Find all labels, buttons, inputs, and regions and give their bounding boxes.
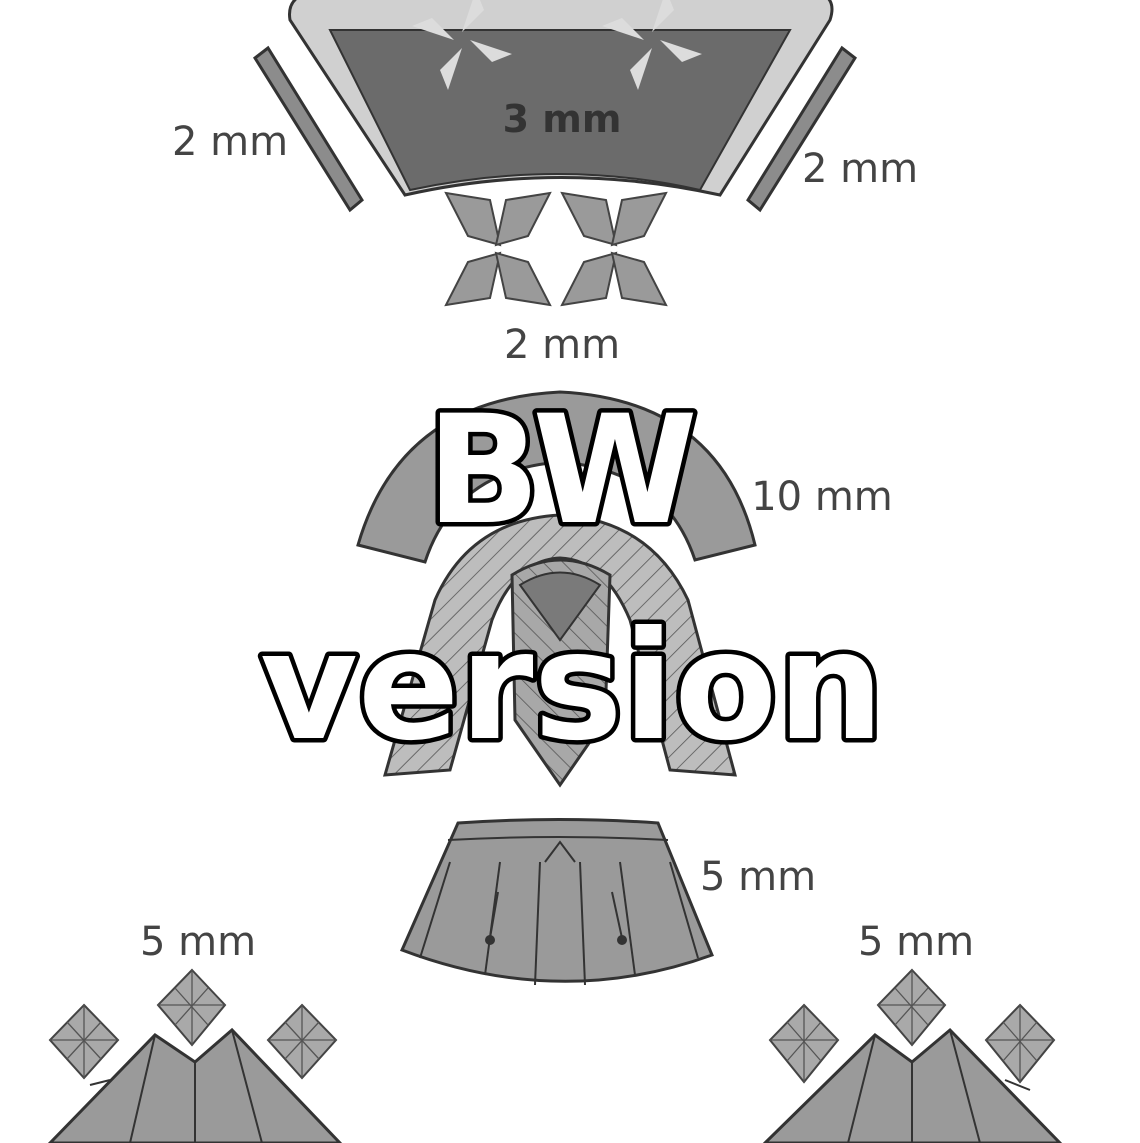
arch-thickness-label: 10 mm xyxy=(751,474,893,520)
top-panel-piece: 3 mm xyxy=(288,0,834,197)
left-side-strip xyxy=(253,45,364,213)
diamond-petals-group xyxy=(444,191,668,307)
right-fan-thickness-label: 5 mm xyxy=(858,919,974,965)
watermark-line-1: BW xyxy=(426,384,698,558)
horseshoe-piece xyxy=(382,513,737,788)
right-strip-thickness-label: 2 mm xyxy=(802,146,918,192)
diamond-petals-thickness-label: 2 mm xyxy=(504,322,620,368)
arch-piece xyxy=(356,390,757,564)
left-fan-piece xyxy=(47,968,343,1143)
right-side-strip xyxy=(746,45,857,213)
top-panel-thickness-label: 3 mm xyxy=(503,97,622,141)
left-fan-thickness-label: 5 mm xyxy=(140,919,256,965)
apron-piece xyxy=(399,818,714,986)
right-fan-piece xyxy=(762,968,1063,1143)
apron-thickness-label: 5 mm xyxy=(700,854,816,900)
watermark-line-2: version xyxy=(260,600,884,774)
left-strip-thickness-label: 2 mm xyxy=(172,119,288,165)
